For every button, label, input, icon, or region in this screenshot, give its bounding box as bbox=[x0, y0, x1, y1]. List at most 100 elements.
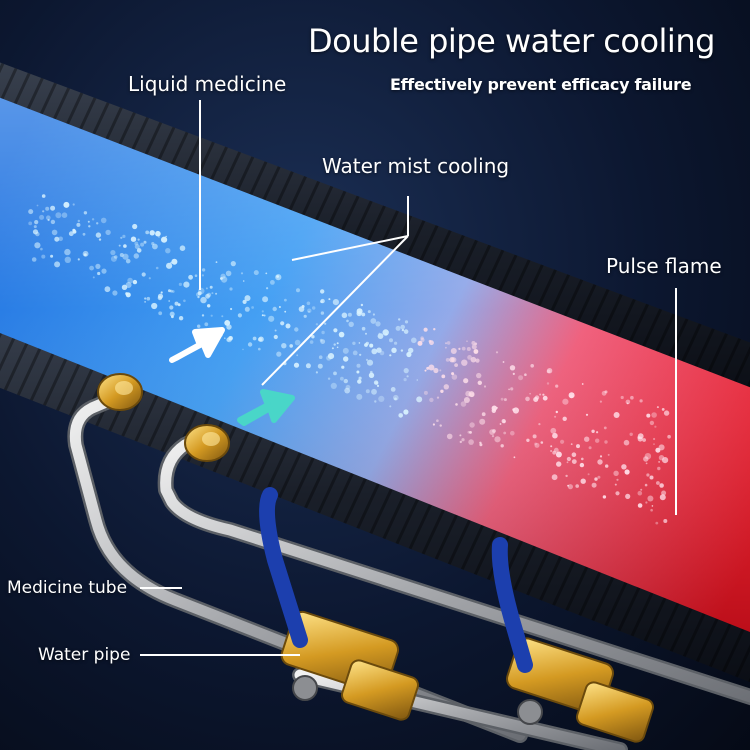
mist-particle bbox=[643, 456, 649, 462]
mist-particle bbox=[336, 342, 339, 345]
mist-particle bbox=[538, 423, 541, 426]
mist-particle bbox=[408, 347, 414, 354]
mist-particle bbox=[613, 470, 619, 476]
mist-particle bbox=[459, 434, 462, 437]
mist-particle bbox=[294, 327, 299, 332]
mist-particle bbox=[258, 347, 261, 351]
mist-particle bbox=[165, 248, 171, 254]
mist-particle bbox=[55, 212, 62, 219]
mist-particle bbox=[63, 201, 70, 208]
mist-particle bbox=[347, 312, 352, 317]
mist-particle bbox=[400, 324, 406, 330]
mist-particle bbox=[296, 288, 300, 293]
mist-particle bbox=[510, 430, 515, 436]
mist-particle bbox=[368, 372, 375, 378]
mist-particle bbox=[144, 297, 147, 300]
mist-particle bbox=[403, 329, 409, 334]
mist-particle bbox=[155, 266, 159, 270]
mist-particle bbox=[630, 395, 634, 400]
mist-particle bbox=[534, 442, 540, 448]
label-medicine-tube: Medicine tube bbox=[7, 578, 128, 598]
mist-particle bbox=[136, 248, 142, 253]
mist-particle bbox=[588, 446, 592, 450]
mist-particle bbox=[296, 354, 299, 357]
mist-particle bbox=[261, 314, 264, 317]
mist-particle bbox=[28, 221, 33, 226]
mist-particle bbox=[471, 344, 477, 350]
mist-particle bbox=[550, 445, 553, 448]
mist-particle bbox=[376, 347, 382, 353]
mist-particle bbox=[358, 376, 362, 380]
mist-particle bbox=[183, 281, 190, 288]
mist-particle bbox=[546, 382, 550, 385]
mist-particle bbox=[252, 336, 257, 341]
mist-particle bbox=[100, 217, 107, 224]
mist-particle bbox=[166, 262, 173, 269]
mist-particle bbox=[605, 464, 609, 468]
mist-particle bbox=[258, 336, 264, 342]
mist-particle bbox=[651, 505, 654, 507]
mist-particle bbox=[615, 491, 620, 496]
mist-particle bbox=[101, 268, 107, 274]
mist-particle bbox=[502, 361, 505, 363]
mist-particle bbox=[357, 379, 362, 384]
mist-particle bbox=[237, 313, 242, 318]
mist-particle bbox=[343, 356, 349, 362]
mist-particle bbox=[319, 338, 323, 342]
mist-particle bbox=[579, 462, 585, 468]
mist-particle bbox=[132, 223, 138, 230]
mist-particle bbox=[327, 377, 331, 380]
mist-particle bbox=[110, 255, 117, 262]
mist-particle bbox=[479, 418, 486, 425]
mist-particle bbox=[532, 434, 537, 439]
mist-particle bbox=[72, 228, 76, 232]
mist-particle bbox=[149, 230, 155, 236]
mist-particle bbox=[645, 462, 648, 465]
mist-particle bbox=[294, 339, 301, 346]
mist-particle bbox=[566, 456, 572, 462]
mist-particle bbox=[653, 437, 656, 441]
mist-particle bbox=[526, 438, 530, 442]
mist-particle bbox=[653, 443, 655, 445]
mist-particle bbox=[137, 238, 140, 241]
mist-particle bbox=[416, 396, 423, 403]
mist-particle bbox=[398, 318, 401, 321]
mist-particle bbox=[311, 335, 315, 339]
mist-particle bbox=[475, 358, 480, 363]
mist-particle bbox=[320, 311, 325, 315]
mist-particle bbox=[324, 322, 327, 325]
mist-particle bbox=[50, 219, 56, 225]
mist-particle bbox=[188, 274, 194, 280]
mist-particle bbox=[210, 314, 213, 317]
mist-particle bbox=[661, 490, 667, 496]
mist-particle bbox=[637, 490, 643, 496]
label-pulse-flame: Pulse flame bbox=[606, 254, 722, 278]
mist-particle bbox=[281, 343, 287, 349]
mist-particle bbox=[645, 501, 648, 504]
mist-particle bbox=[307, 308, 312, 313]
mist-particle bbox=[315, 371, 318, 374]
mist-particle bbox=[158, 311, 163, 316]
page-subtitle: Effectively prevent efficacy failure bbox=[390, 75, 692, 94]
mist-particle bbox=[272, 306, 277, 312]
mist-particle bbox=[640, 488, 643, 491]
mist-particle bbox=[491, 405, 497, 411]
mist-particle bbox=[467, 355, 472, 360]
mist-particle bbox=[220, 277, 223, 280]
mist-particle bbox=[403, 378, 407, 382]
mist-particle bbox=[382, 329, 389, 336]
mist-particle bbox=[61, 212, 68, 218]
mist-particle bbox=[253, 270, 259, 276]
mist-particle bbox=[244, 295, 251, 302]
mist-particle bbox=[423, 390, 428, 395]
mist-particle bbox=[489, 429, 495, 435]
mist-particle bbox=[525, 396, 530, 402]
mist-particle bbox=[88, 225, 91, 228]
mist-particle bbox=[224, 337, 226, 340]
mist-particle bbox=[98, 238, 102, 241]
mist-particle bbox=[607, 453, 610, 456]
mist-particle bbox=[317, 363, 323, 369]
mist-particle bbox=[479, 443, 483, 447]
mist-particle bbox=[495, 351, 499, 354]
mist-particle bbox=[568, 392, 575, 399]
